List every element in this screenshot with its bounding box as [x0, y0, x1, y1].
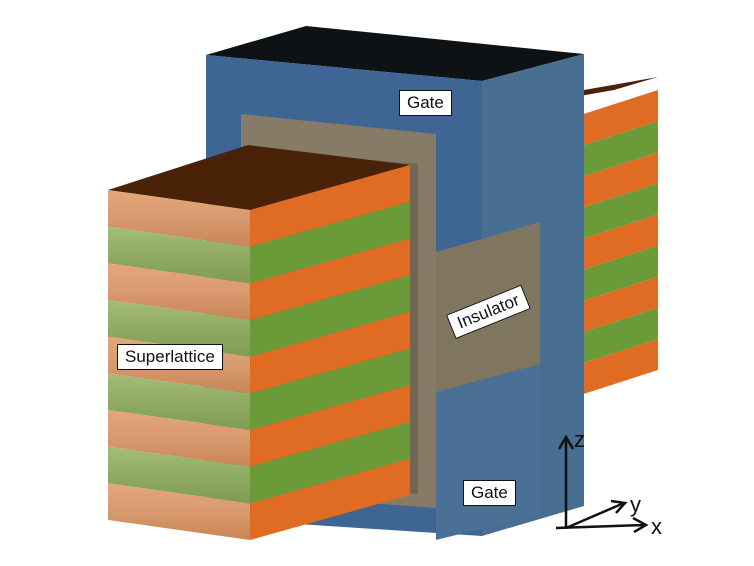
front-superlattice-top [108, 145, 410, 210]
axis-x-label: x [651, 514, 662, 539]
superlattice-label: Superlattice [117, 344, 223, 370]
axis-z-arrowhead [557, 434, 575, 450]
front-superlattice-side-layer-4 [250, 311, 410, 394]
gate-lower-side-face [436, 364, 540, 540]
front-superlattice-front-layer-5 [108, 373, 250, 430]
front-superlattice-side-layer-1 [250, 201, 410, 284]
front-superlattice-side-layer-8 [250, 458, 410, 540]
front-superlattice [108, 145, 410, 540]
front-superlattice-side-layer-5 [250, 348, 410, 430]
front-superlattice-front-layer-1 [108, 226, 250, 284]
front-superlattice-side-layer-3 [250, 275, 410, 357]
axis-y-arrowhead [610, 499, 628, 514]
front-superlattice-front-layer-7 [108, 446, 250, 504]
front-superlattice-front-layer-6 [108, 410, 250, 467]
gate-top-face [206, 26, 584, 81]
axis-triad [555, 434, 649, 534]
axis-x-arrowhead [632, 516, 649, 534]
front-superlattice-side-layer-0 [250, 165, 410, 247]
front-superlattice-side-layer-2 [250, 238, 410, 320]
front-superlattice-front-layer-2 [108, 263, 250, 320]
front-superlattice-front-layer-0 [108, 190, 250, 247]
axis-y-label: y [630, 492, 641, 517]
axis-z-label: z [574, 427, 585, 452]
axis-x-line [555, 523, 646, 530]
front-superlattice-side-layer-7 [250, 421, 410, 504]
front-superlattice-front-layer-3 [108, 300, 250, 357]
front-superlattice-side-layer-6 [250, 385, 410, 467]
gate-bottom-label: Gate [463, 480, 516, 506]
gate-top-label: Gate [399, 90, 452, 116]
front-superlattice-front-layer-8 [108, 483, 250, 540]
axis-y-line [565, 501, 625, 530]
